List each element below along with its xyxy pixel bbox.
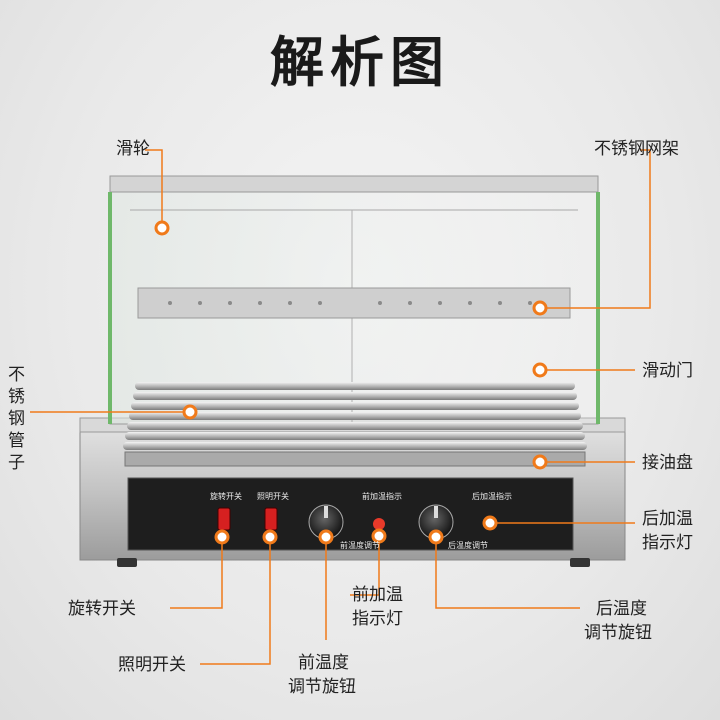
light-switch: [264, 507, 278, 531]
panel-rear-temp-label: 后温度调节: [448, 540, 488, 550]
panel-rear-heat-label: 后加温指示: [472, 491, 512, 501]
label-tubes: 不锈钢管子: [8, 365, 25, 473]
callout-lines: [30, 149, 651, 665]
label-rear-indicator-line1: 后加温: [642, 509, 693, 529]
label-mesh-rack: 不锈钢网架: [594, 139, 679, 159]
callout-dots: [154, 220, 548, 545]
panel-rotate-label: 旋转开关: [210, 491, 242, 501]
label-rotate-switch: 旋转开关: [68, 599, 136, 619]
foot-left: [117, 558, 137, 567]
label-drip-tray: 接油盘: [642, 453, 693, 473]
foot-right: [570, 558, 590, 567]
drip-tray: [124, 451, 586, 467]
label-light-switch: 照明开关: [118, 655, 186, 675]
label-front-indicator-line1: 前加温: [352, 585, 403, 605]
mesh-rack: [137, 287, 571, 319]
label-sliding-door: 滑动门: [642, 361, 693, 381]
hood-top-rail: [109, 175, 599, 193]
label-pulley: 滑轮: [116, 139, 150, 159]
mesh-rack-holes: [168, 301, 532, 305]
label-rear-indicator-line2: 指示灯: [642, 533, 693, 553]
control-panel: [127, 477, 574, 551]
panel-front-heat-label: 前加温指示: [362, 491, 402, 501]
label-rear-knob-line1: 后温度: [596, 599, 647, 619]
rollers: [123, 382, 587, 450]
label-front-knob-line2: 调节旋钮: [288, 677, 356, 697]
front-heat-indicator: [373, 518, 385, 530]
panel-light-label: 照明开关: [257, 491, 289, 501]
label-front-knob-line1: 前温度: [298, 653, 349, 673]
page-title: 解析图: [270, 31, 450, 94]
panel-front-temp-label: 前温度调节: [340, 540, 380, 550]
label-rear-knob-line2: 调节旋钮: [584, 623, 652, 643]
rotate-switch: [217, 507, 231, 531]
label-front-indicator-line2: 指示灯: [352, 609, 403, 629]
